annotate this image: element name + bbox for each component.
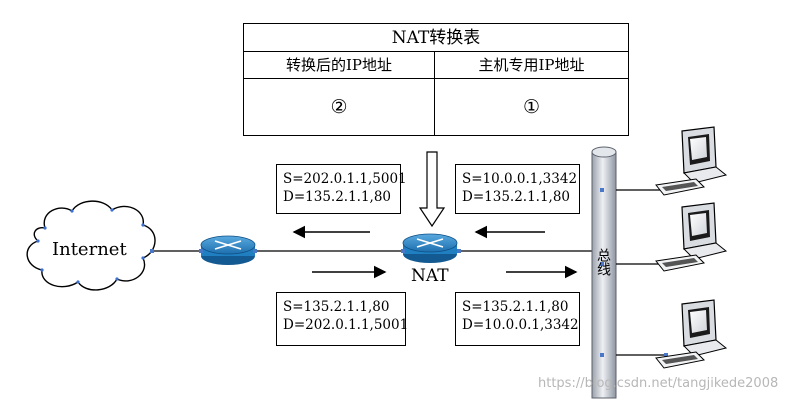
nat-label: NAT bbox=[411, 266, 449, 286]
cell-private-marker: ① bbox=[522, 96, 541, 118]
packet-source: S=135.2.1.1,80 bbox=[283, 299, 390, 315]
table-divider bbox=[434, 52, 435, 136]
packet-destination: D=10.0.0.1,3342 bbox=[462, 317, 579, 333]
packet-destination: D=135.2.1.1,80 bbox=[283, 189, 392, 205]
host-computer-1 bbox=[655, 126, 728, 196]
packet-source: S=10.0.0.1,3342 bbox=[462, 171, 578, 187]
router-nat bbox=[402, 233, 458, 263]
col-header-private-ip: 主机专用IP地址 bbox=[435, 52, 628, 79]
internet-label: Internet bbox=[52, 239, 127, 260]
cell-translated-marker: ② bbox=[330, 96, 348, 118]
selection-handles bbox=[150, 188, 668, 357]
packet-box-inbound-private: S=135.2.1.1,80 D=10.0.0.1,3342 bbox=[455, 292, 580, 346]
lookup-arrow bbox=[418, 151, 446, 228]
packet-destination: D=135.2.1.1,80 bbox=[462, 189, 571, 205]
host-links bbox=[616, 189, 668, 356]
internet-cloud bbox=[26, 200, 156, 291]
host-computer-2 bbox=[655, 202, 728, 272]
packet-box-inbound-public: S=135.2.1.1,80 D=202.0.1.1,5001 bbox=[276, 292, 409, 346]
packet-destination: D=202.0.1.1,5001 bbox=[283, 317, 409, 333]
col-header-translated-ip: 转换后的IP地址 bbox=[244, 52, 434, 79]
router-left bbox=[200, 235, 256, 265]
bus-label: 总线 bbox=[595, 248, 611, 276]
host-computer-3 bbox=[655, 299, 728, 369]
packet-box-outbound-translated: S=202.0.1.1,5001 D=135.2.1.1,80 bbox=[276, 164, 407, 214]
nat-translation-table: NAT转换表 转换后的IP地址 主机专用IP地址 ② ① bbox=[243, 23, 629, 136]
packet-source: S=202.0.1.1,5001 bbox=[283, 171, 407, 187]
nat-table-title: NAT转换表 bbox=[244, 24, 628, 52]
watermark: https://blog.csdn.net/tangjikede2008 bbox=[538, 376, 779, 391]
packet-source: S=135.2.1.1,80 bbox=[462, 299, 569, 315]
packet-box-outbound-private: S=10.0.0.1,3342 D=135.2.1.1,80 bbox=[455, 164, 580, 214]
